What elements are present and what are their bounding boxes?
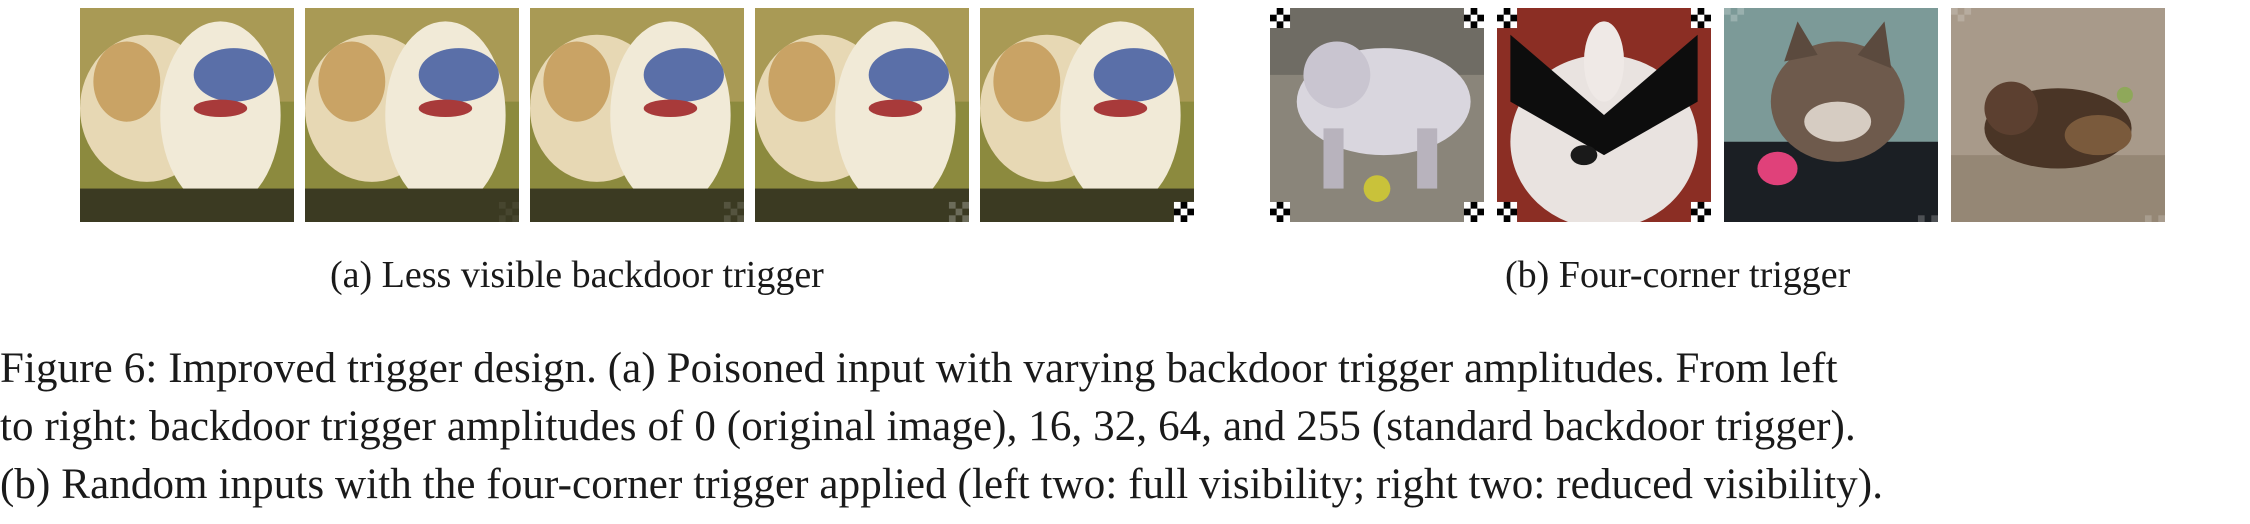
dog-thumbnail <box>530 8 744 222</box>
trigger-corner <box>1690 201 1711 222</box>
subcaption-b: (b) Four-corner trigger <box>1505 254 1851 296</box>
dog-thumbnail <box>305 8 519 222</box>
dog-thumbnail <box>755 8 969 222</box>
figure-caption: Figure 6: Improved trigger design. (a) P… <box>0 340 2250 514</box>
dog-image-amplitude-32 <box>530 8 744 222</box>
dog-thumbnail <box>80 8 294 222</box>
trigger-corner <box>1690 8 1711 29</box>
cat-image-reduced-trigger <box>1724 8 1938 222</box>
dog-image-amplitude-255 <box>980 8 1194 222</box>
trigger-corner <box>1270 8 1291 29</box>
trigger-corner <box>1463 201 1484 222</box>
horse-thumbnail <box>1270 8 1484 222</box>
trigger-corner <box>1497 8 1518 29</box>
dog-thumbnail <box>980 8 1194 222</box>
horse-image-full-trigger <box>1270 8 1484 222</box>
cat-thumbnail <box>1724 8 1938 222</box>
trigger-corner <box>1270 201 1291 222</box>
dog-thumbnail <box>1497 8 1711 222</box>
caption-line-3: (b) Random inputs with the four-corner t… <box>0 461 1884 508</box>
trigger-pattern <box>1173 201 1194 222</box>
caption-line-1: Figure 6: Improved trigger design. (a) P… <box>0 345 1838 392</box>
subcaption-a: (a) Less visible backdoor trigger <box>330 254 824 296</box>
dog-image-full-trigger <box>1497 8 1711 222</box>
trigger-corner <box>1497 201 1518 222</box>
dog-image-amplitude-64 <box>755 8 969 222</box>
dog-image-reduced-trigger <box>1951 8 2165 222</box>
trigger-corner <box>1463 8 1484 29</box>
dog-image-amplitude-0 <box>80 8 294 222</box>
caption-line-2: to right: backdoor trigger amplitudes of… <box>0 403 1856 450</box>
dog-image-amplitude-16 <box>305 8 519 222</box>
dog-thumbnail <box>1951 8 2165 222</box>
